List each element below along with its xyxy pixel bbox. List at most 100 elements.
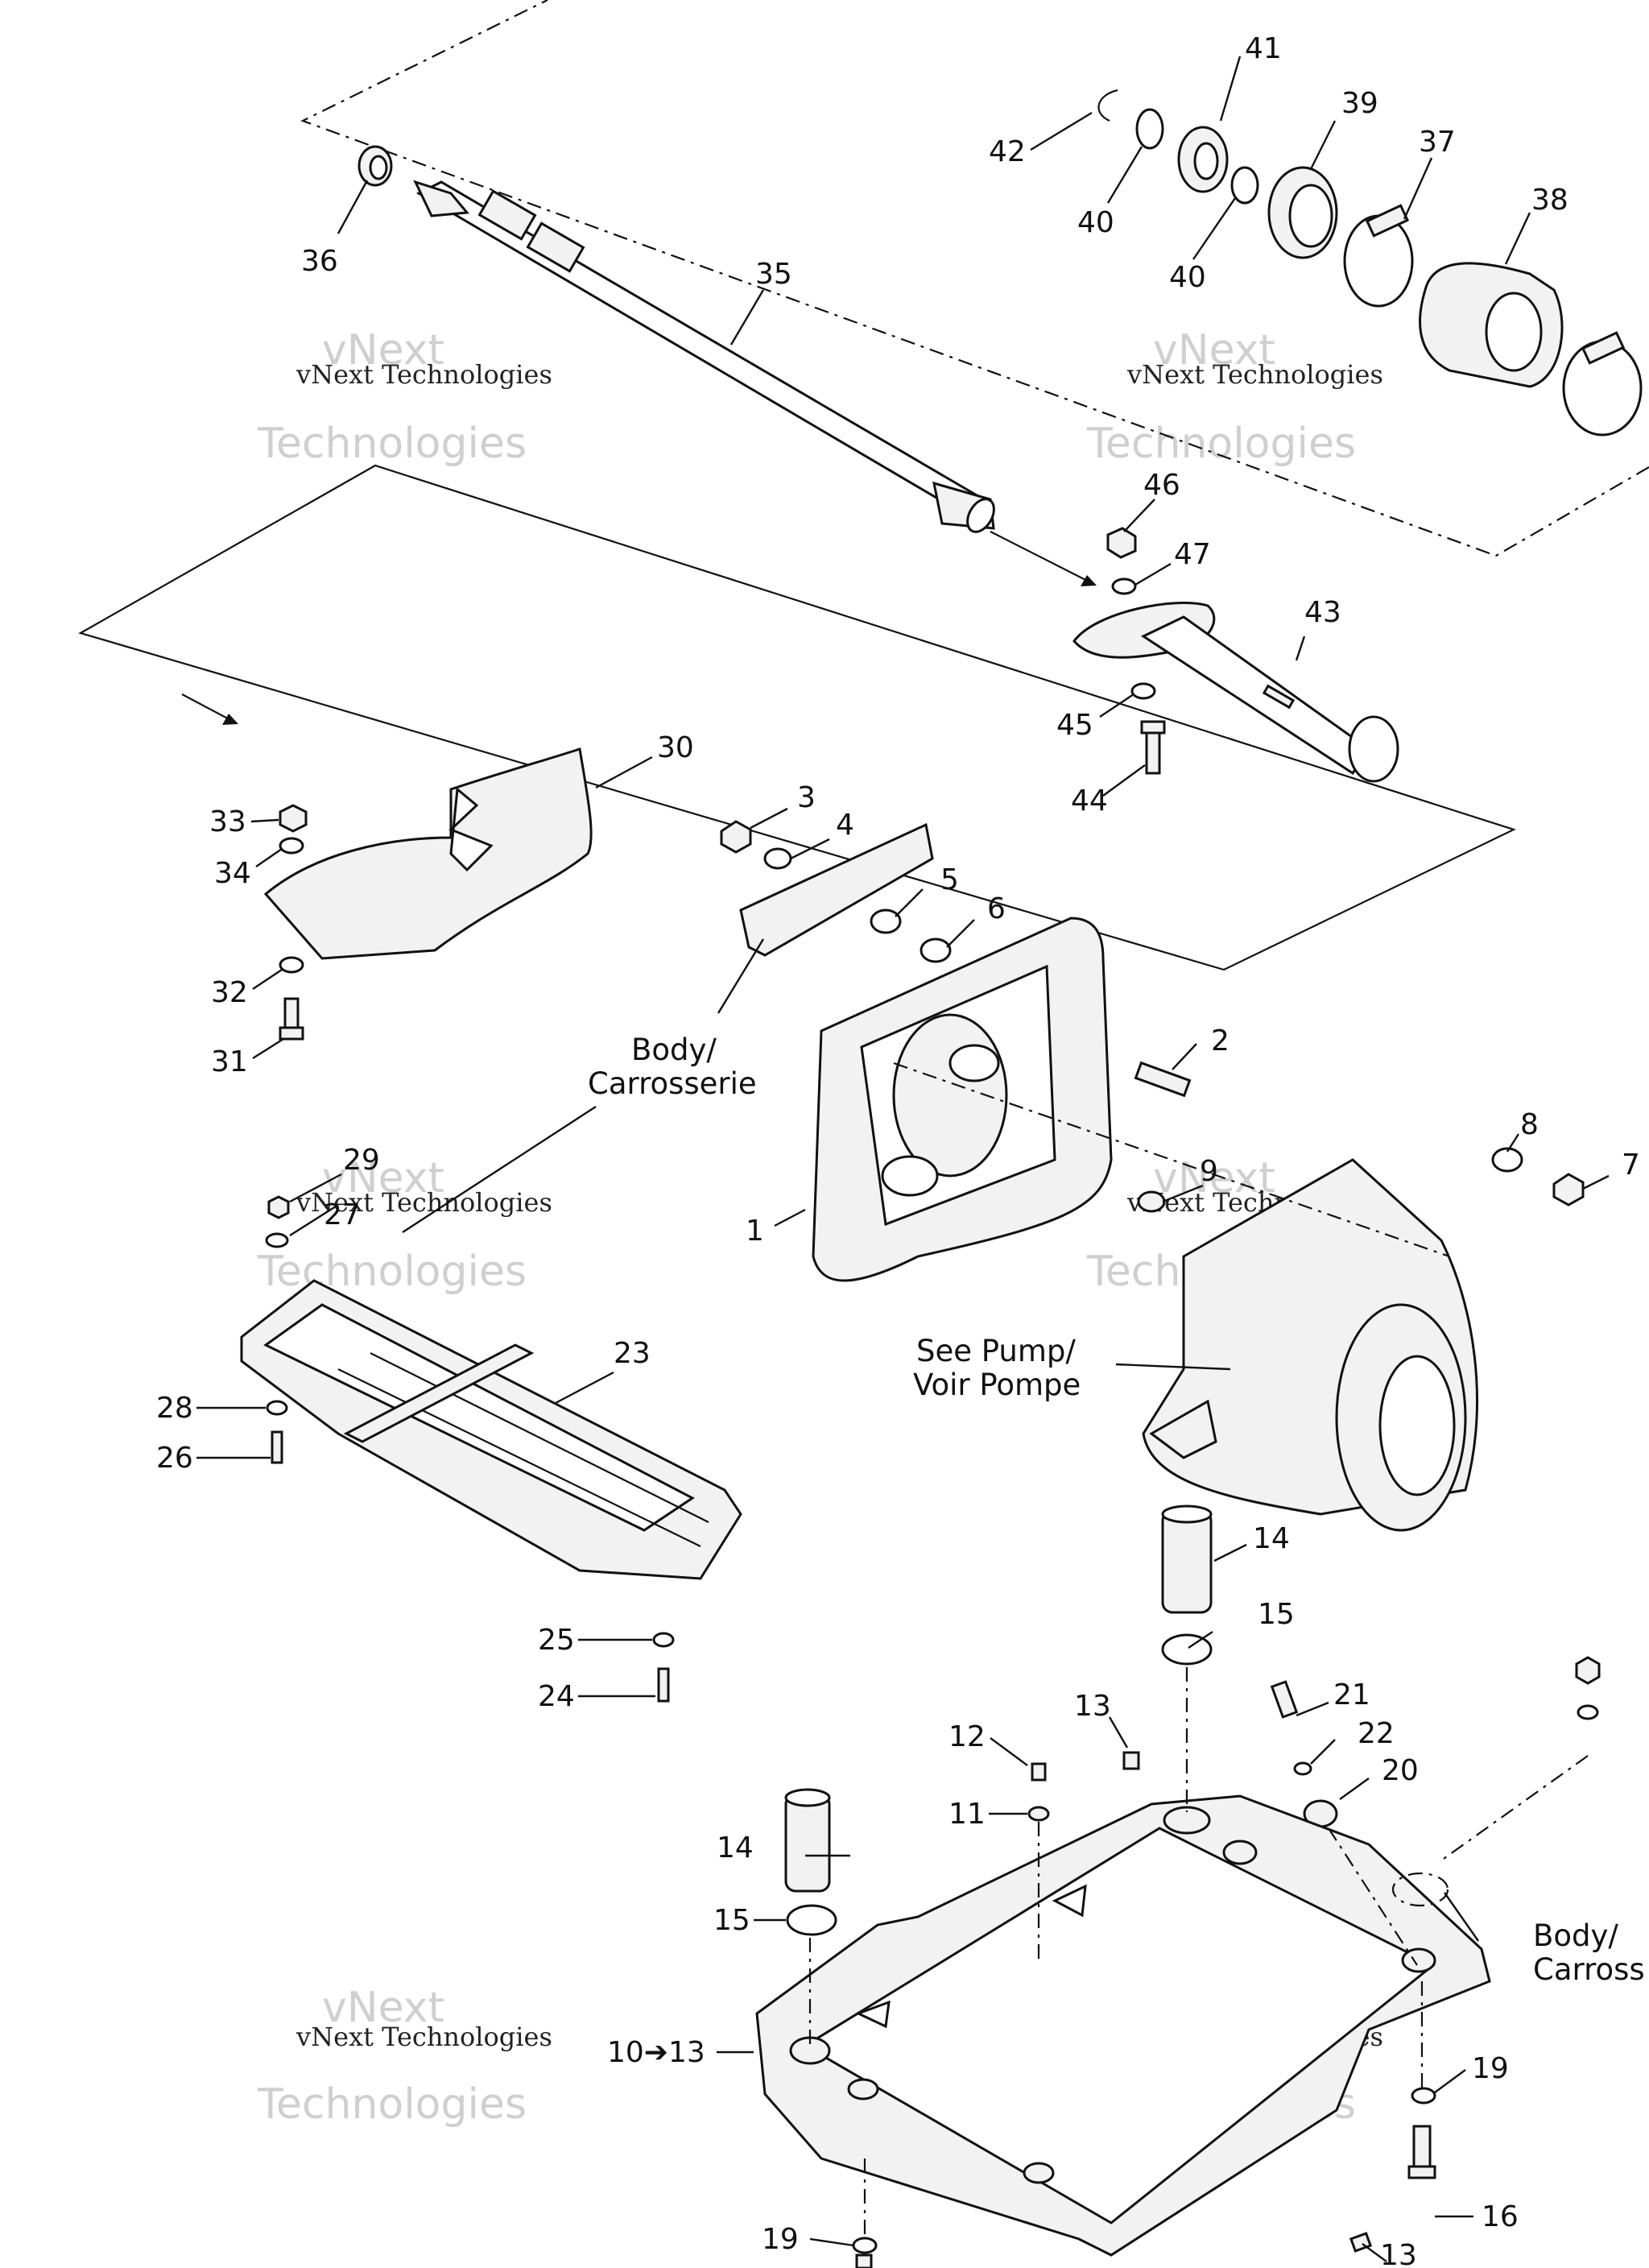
callout-numbers: 41 39 37 38 42 40 40 36 35 46 47 43 45 4…: [156, 32, 1640, 2268]
callout-40b: 40: [1169, 261, 1206, 294]
callout-34: 34: [214, 857, 251, 890]
svg-text:Carrosserie: Carrosserie: [588, 1066, 757, 1101]
washer-45: [1130, 682, 1156, 700]
watermark-mid-left: vNext vNext Technologies Technologies: [257, 1154, 552, 1296]
washer-27: [265, 1232, 289, 1248]
callout-14b: 14: [717, 1831, 754, 1864]
callout-12: 12: [948, 1720, 986, 1753]
jet-pump: [1142, 1158, 1478, 1532]
nut-33: [279, 804, 308, 833]
pump-support-1: [812, 917, 1113, 1282]
callout-42: 42: [989, 135, 1026, 168]
o-ring-15b: [786, 1904, 837, 1936]
washer-25: [652, 1632, 675, 1648]
screw-26: [271, 1430, 283, 1464]
washer-6: [920, 937, 952, 963]
fitting-14a: [1161, 1504, 1213, 1614]
axis-pump: [893, 1062, 1450, 1258]
callout-22: 22: [1358, 1717, 1395, 1750]
carrier-39: [1267, 166, 1338, 259]
washer-22: [1293, 1761, 1312, 1776]
callout-20: 20: [1382, 1754, 1419, 1787]
callout-13a: 13: [1074, 1690, 1111, 1723]
callout-39: 39: [1341, 87, 1378, 120]
callout-13b: 13: [1380, 2239, 1417, 2268]
svg-text:vNext: vNext: [322, 1984, 444, 2032]
callout-16: 16: [1482, 2200, 1519, 2233]
callout-3: 3: [797, 781, 816, 814]
callout-24: 24: [538, 1680, 575, 1713]
callout-10-13: 10➔13: [607, 2036, 705, 2069]
callout-5: 5: [940, 863, 959, 896]
frame-shaft-guide-group: [78, 464, 1516, 971]
washer-11: [1027, 1806, 1050, 1822]
callout-15b: 15: [713, 1904, 750, 1937]
callout-40a: 40: [1077, 206, 1114, 239]
callout-32: 32: [211, 976, 248, 1009]
fitting-14b: [784, 1788, 831, 1893]
shim-plate: [739, 822, 934, 957]
bearing-seal-36: [357, 145, 393, 187]
washer-34: [279, 837, 304, 855]
axis-grommet-20: [1328, 1827, 1418, 1966]
callout-46: 46: [1143, 469, 1180, 502]
bolt-44: [1140, 720, 1166, 775]
callout-11: 11: [948, 1798, 986, 1831]
callout-41: 41: [1245, 32, 1282, 65]
bolt-12: [1031, 1762, 1047, 1782]
washer-19b: [852, 2237, 878, 2254]
washer-32: [279, 956, 304, 974]
duct-30: [263, 747, 593, 960]
svg-text:vNext Technologies: vNext Technologies: [295, 2022, 552, 2052]
callout-6: 6: [987, 892, 1006, 925]
nut-29: [267, 1195, 290, 1219]
svg-text:vNext: vNext: [322, 326, 444, 375]
clip-9: [1137, 1190, 1166, 1213]
washer-19a: [1411, 2087, 1436, 2105]
bolt-16: [1407, 2125, 1436, 2179]
o-ring-15a: [1161, 1633, 1213, 1666]
svg-text:Technologies: Technologies: [257, 1248, 527, 1296]
leader-lines: [196, 56, 1610, 2262]
callout-4: 4: [836, 809, 854, 842]
callout-9: 9: [1200, 1155, 1218, 1188]
stud-2: [1134, 1061, 1192, 1098]
arrowhead-frame: [222, 714, 238, 725]
svg-text:vNext: vNext: [322, 1154, 444, 1202]
circlip-42: [1097, 89, 1118, 122]
clamp-37: [1343, 204, 1414, 308]
svg-text:Voir Pompe: Voir Pompe: [913, 1368, 1081, 1402]
callout-2: 2: [1211, 1024, 1230, 1057]
callout-15a: 15: [1258, 1598, 1295, 1631]
shaft-guide-43: [1072, 602, 1399, 783]
svg-text:vNext Technologies: vNext Technologies: [1126, 359, 1383, 390]
watermark-top-right: vNext vNext Technologies Technologies: [1086, 326, 1383, 468]
svg-text:Carross: Carross: [1533, 1952, 1645, 1987]
arrowhead-shaft: [1081, 575, 1097, 586]
frame-drive-shaft-group: [300, 0, 1649, 557]
boot-38: [1419, 262, 1564, 388]
hidden-hole-body-right: [1391, 1872, 1449, 1907]
watermark-top-left: vNext vNext Technologies Technologies: [257, 326, 552, 468]
svg-text:Technologies: Technologies: [1086, 420, 1356, 468]
svg-text:vNext Technologies: vNext Technologies: [295, 359, 552, 390]
washer-4: [763, 847, 792, 870]
clamp-37b: [1562, 331, 1643, 437]
callout-44: 44: [1071, 784, 1108, 817]
bolt-21: [1270, 1680, 1299, 1719]
svg-text:See Pump/: See Pump/: [916, 1334, 1076, 1368]
label-see-pump: See Pump/ Voir Pompe: [913, 1334, 1081, 1402]
nut-7: [1552, 1173, 1585, 1206]
washer-28: [266, 1400, 288, 1416]
o-ring-40b: [1230, 166, 1259, 205]
callout-27: 27: [324, 1198, 361, 1231]
screw-24: [657, 1667, 670, 1703]
callout-37: 37: [1419, 126, 1456, 159]
callout-1: 1: [746, 1215, 764, 1248]
nut-18: [1575, 1656, 1601, 1685]
callout-45: 45: [1056, 709, 1093, 742]
svg-text:vNext Technologies: vNext Technologies: [295, 1187, 552, 1218]
washer-17: [1577, 1704, 1599, 1720]
bolt-10: [855, 2254, 873, 2268]
callout-33: 33: [209, 805, 246, 838]
